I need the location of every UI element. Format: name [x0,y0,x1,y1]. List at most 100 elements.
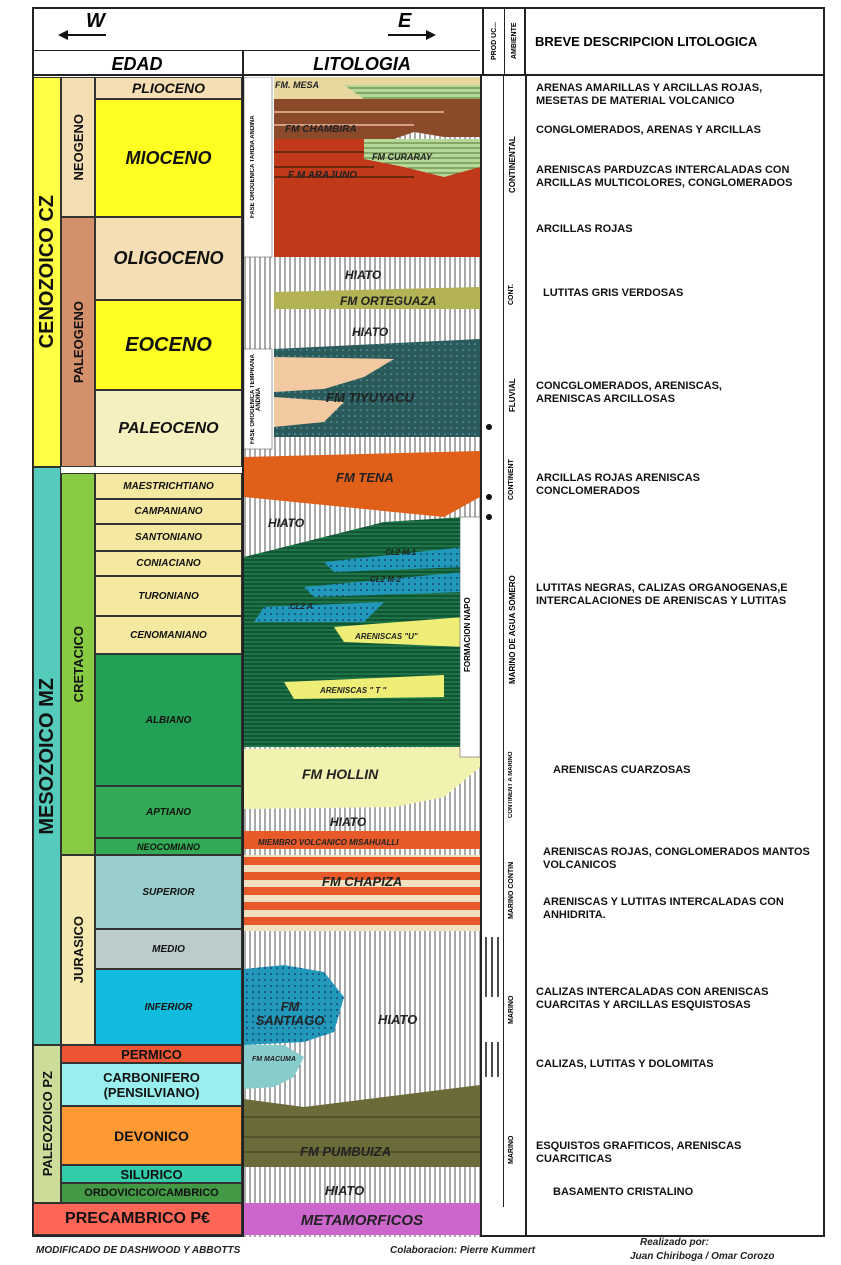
label-fm-hollin: FM HOLLIN [302,766,378,782]
label-hiato-4: HIATO [330,815,366,829]
period-paleogeno: PALEOGENO [61,217,95,467]
label-fm-chapiza: FM CHAPIZA [322,874,402,889]
label-fase-temprana: FASE OROGENICA TEMPRANA ANDINA [250,352,262,447]
epoch-campaniano: CAMPANIANO [95,499,242,524]
label-misahualli: MIEMBRO VOLCANICO MISAHUALLI [258,838,398,847]
desc-7: ARCILLAS ROJAS ARENISCAS CONCLOMERADOS [536,472,756,498]
label-hiato-3: HIATO [268,516,304,530]
ambiente-header: AMBIENTE [504,7,526,76]
footer-modificado: MODIFICADO DE DASHWOOD Y ABBOTTS [36,1245,240,1256]
period-paleogeno-label: PALEOGENO [71,301,86,383]
label-areniscas-u: ARENISCAS "U" [355,632,418,641]
epoch-silurico: SILURICO [61,1165,242,1183]
label-fm-tena: FM TENA [336,470,394,485]
epoch-eoceno: EOCENO [95,300,242,390]
desc-4: ARCILLAS ROJAS [536,223,816,236]
desc-9: ARENISCAS CUARZOSAS [553,764,803,777]
label-hiato-5: HIATO [378,1012,417,1027]
epoch-precambrico: PRECAMBRICO P€ [33,1203,242,1235]
period-jurasico: JURASICO [61,855,95,1045]
label-fm-pumbuiza: FM PUMBUIZA [300,1144,391,1159]
amb-fluvial: FLUVIAL [508,360,517,430]
col-line-amb2 [525,76,527,1237]
epoch-cenomaniano: CENOMANIANO [95,616,242,654]
label-fm-curaray: FM CURARAY [372,152,432,162]
epoch-superior: SUPERIOR [95,855,242,929]
desc-14: ESQUISTOS GRAFITICOS, ARENISCAS CUARCITI… [536,1140,796,1166]
desc-12: CALIZAS INTERCALADAS CON ARENISCAS CUARC… [536,986,821,1012]
epoch-coniaciano: CONIACIANO [95,551,242,576]
epoch-maestrichtiano: MAESTRICHTIANO [95,473,242,499]
epoch-mioceno: MIOCENO [95,99,242,217]
amb-marino-2: MARINO [508,1120,515,1180]
footer-colaboracion: Colaboracion: Pierre Kummert [390,1245,535,1256]
epoch-turoniano: TURONIANO [95,576,242,616]
label-cl-m1: CL2 M-1 [385,548,416,557]
label-formacion-napo: FORMACION NAPO [463,520,472,750]
label-hiato-2: HIATO [352,325,388,339]
epoch-santoniano: SANTONIANO [95,524,242,551]
arrow-west: W [58,14,118,40]
label-fm-santiago: FM SANTIAGO [250,1000,330,1028]
desc-3: ARENISCAS PARDUZCAS INTERCALADAS CON ARC… [536,164,816,190]
label-fase-tardia: FASE OROGENICA TARDIA ANDINA [250,82,256,252]
footer-autores: Juan Chiriboga / Omar Corozo [630,1251,774,1262]
amb-continental: CONTINENTAL [508,100,517,230]
header-divider-lito [244,50,480,51]
litho-chapiza [244,855,480,931]
epoch-medio: MEDIO [95,929,242,969]
epoch-paleoceno: PALEOCENO [95,390,242,467]
label-macuma: FM MACUMA [252,1056,296,1063]
label-hiato-1: HIATO [345,268,381,282]
epoch-oligoceno: OLIGOCENO [95,217,242,300]
label-cl-m2: CL2 M-2 [370,575,401,584]
label-fm-chambira: FM CHAMBIRA [285,124,357,135]
lithology-column [244,77,480,1237]
desc-5: LUTITAS GRIS VERDOSAS [543,287,813,300]
ambiente-header-text: AMBIENTE [511,9,518,73]
label-fm-orteguaza: FM ORTEGUAZA [340,294,436,308]
prod-header-text: PROD UC... [491,9,498,73]
era-paleozoico: PALEOZOICO PZ [33,1045,61,1203]
period-neogeno: NEOGENO [61,77,95,217]
desc-8: LUTITAS NEGRAS, CALIZAS ORGANOGENAS,E IN… [536,582,806,608]
footer-realizado: Realizado por: [640,1237,709,1248]
label-fm-arajuno: F M ARAJUNO [288,170,357,181]
epoch-inferior: INFERIOR [95,969,242,1045]
epoch-plioceno: PLIOCENO [95,77,242,99]
period-jurasico-label: JURASICO [71,916,86,983]
arrow-east-icon [386,28,436,42]
arrow-west-icon [58,28,108,42]
era-mesozoico: MESOZOICO MZ [33,467,61,1045]
era-cenozoico-label: CENOZOICO CZ [36,195,59,348]
period-cretacico: CRETACICO [61,473,95,855]
amb-marino-1: MARINO [508,980,515,1040]
epoch-aptiano: APTIANO [95,786,242,838]
epoch-devonico: DEVONICO [61,1106,242,1165]
label-fm-mesa: FM. MESA [275,80,319,90]
amb-continent-marino: CONTINENT A MARINO [508,750,514,820]
desc-10: ARENISCAS ROJAS, CONGLOMERADOS MANTOS VO… [543,846,823,872]
epoch-neocomiano: NEOCOMIANO [95,838,242,855]
era-paleozoico-label: PALEOZOICO PZ [40,1071,55,1176]
amb-cont: CONT. [508,280,515,310]
litologia-header: LITOLOGIA [244,52,480,76]
prod-header: PROD UC... [482,7,504,76]
desc-13: CALIZAS, LUTITAS Y DOLOMITAS [536,1058,816,1071]
era-mesozoico-label: MESOZOICO MZ [36,678,59,835]
epoch-albiano: ALBIANO [95,654,242,786]
desc-15: BASAMENTO CRISTALINO [553,1186,813,1199]
amb-marino-somero: MARINO DE AGUA SOMERO [508,520,517,740]
era-cenozoico: CENOZOICO CZ [33,77,61,467]
epoch-ordovicico: ORDOVICICO/CAMBRICO [61,1183,242,1203]
amb-marino-contin: MARINO CONTIN [508,850,515,930]
desc-2: CONGLOMERADOS, ARENAS Y ARCILLAS [536,124,816,137]
label-fm-tiyuyacu: FM TIYUYACU [326,390,414,405]
period-neogeno-label: NEOGENO [71,114,86,180]
period-cretacico-label: CRETACICO [71,626,86,702]
label-cl-a: CL2 A [290,602,313,611]
descripcion-header: BREVE DESCRIPCION LITOLOGICA [527,7,825,76]
prod-markers [482,77,504,1237]
amb-continent: CONTINENT [508,455,515,505]
desc-1: ARENAS AMARILLAS Y ARCILLAS ROJAS, MESET… [536,82,816,108]
